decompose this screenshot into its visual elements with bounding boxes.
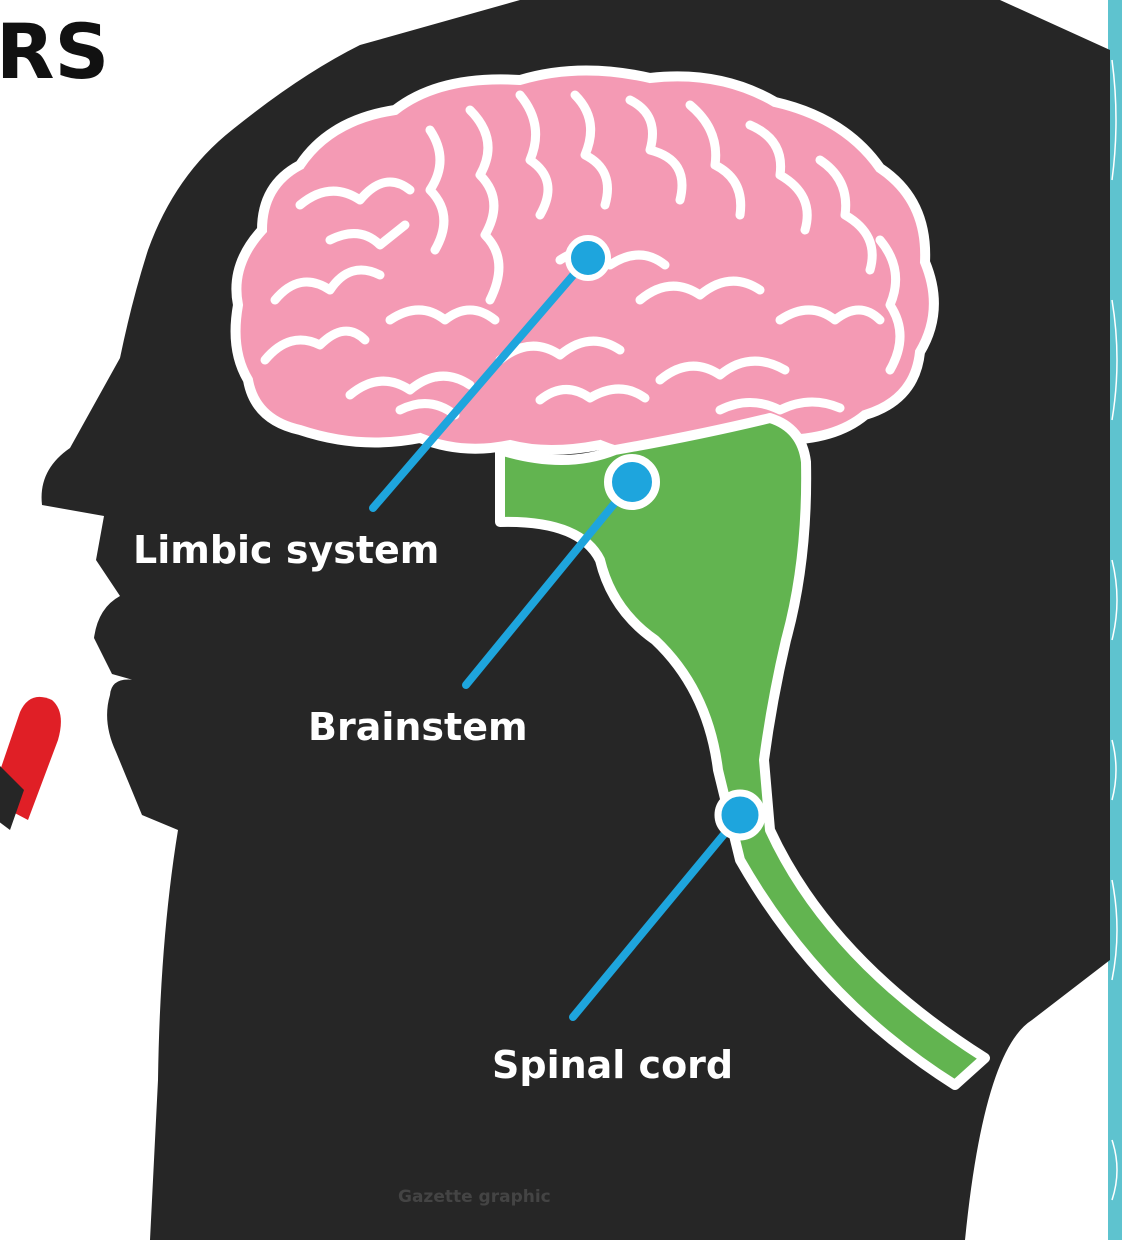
limbic-system-label: Limbic system [133, 528, 439, 572]
cigarette [0, 697, 61, 830]
side-panel [1108, 0, 1122, 1240]
brainstem-marker [608, 458, 656, 506]
brainstem-label: Brainstem [308, 705, 528, 749]
spinal-marker [718, 793, 762, 837]
graphic-credit: Gazette graphic [398, 1187, 551, 1207]
spinal-cord-label: Spinal cord [492, 1043, 733, 1087]
limbic-marker [568, 238, 608, 278]
heading-fragment: RS [0, 7, 109, 96]
